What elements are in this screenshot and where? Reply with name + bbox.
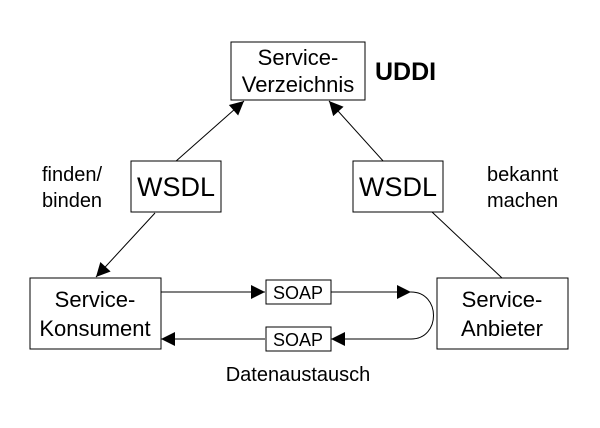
publish-line1: bekannt (487, 164, 559, 186)
soap-top-label: SOAP (273, 283, 323, 303)
directory-line2: Verzeichnis (242, 72, 355, 97)
service-directory-box (230, 41, 366, 101)
provider-line2: Anbieter (461, 316, 543, 341)
consumer-line1: Service- (55, 287, 136, 312)
find-bind-line1: finden/ (42, 164, 102, 186)
find-arrow-up (174, 100, 245, 163)
wsdl-right-label: WSDL (359, 172, 437, 202)
publish-arrow-up (328, 100, 385, 163)
uddi-label: UDDI (375, 58, 436, 86)
soap-bottom-box (265, 326, 332, 352)
wsdl-left-box (130, 160, 222, 213)
provider-line1: Service- (462, 287, 543, 312)
wsdl-right-box (352, 160, 444, 213)
find-bind-line2: binden (42, 190, 102, 212)
publish-line (431, 211, 503, 279)
service-provider-box (436, 277, 569, 350)
soap-bottom-label: SOAP (273, 330, 323, 350)
consumer-line2: Konsument (39, 316, 150, 341)
directory-line1: Service- (258, 45, 339, 70)
wsdl-left-label: WSDL (137, 172, 215, 202)
publish-line2: machen (487, 190, 558, 212)
service-consumer-box (29, 277, 162, 350)
data-exchange-label: Datenaustausch (226, 364, 371, 386)
find-line-down (95, 212, 156, 278)
soap-top-box (265, 279, 332, 305)
soap-loop-curve (410, 291, 434, 340)
